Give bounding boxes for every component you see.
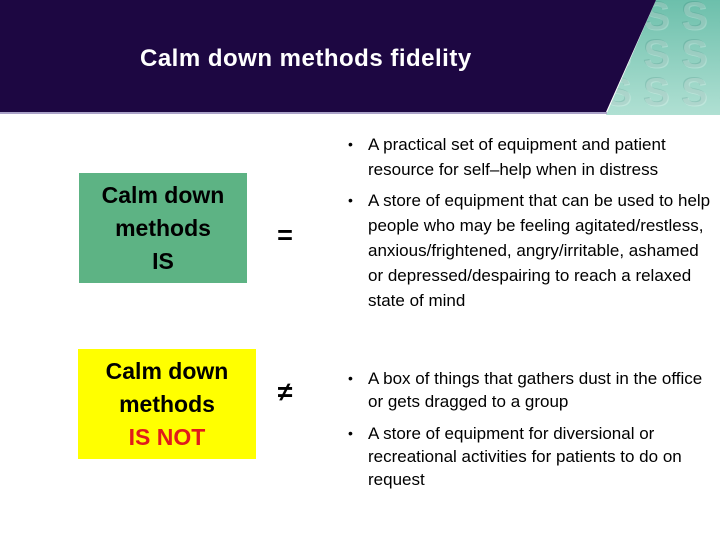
header-divider-line: [0, 112, 607, 114]
list-item: A practical set of equipment and patient…: [346, 132, 718, 182]
list-item: A store of equipment for diversional or …: [346, 422, 718, 491]
is-box-line-2: methods: [115, 214, 211, 241]
header-purple-band: [0, 0, 656, 112]
calm-down-is-box: Calm down methods IS: [79, 173, 247, 283]
is-box-line-3: IS: [152, 247, 174, 274]
is-bullet-list: A practical set of equipment and patient…: [346, 132, 718, 313]
is-not-box-line-1: Calm down: [105, 357, 229, 384]
equals-sign: =: [277, 220, 293, 250]
header-banner: S S Calm down methods fidelity: [0, 0, 720, 116]
is-not-bullet-list: A box of things that gathers dust in the…: [346, 367, 718, 491]
not-equals-sign: ≠: [277, 377, 293, 407]
is-not-box-line-3: IS NOT: [128, 423, 206, 450]
list-item: A box of things that gathers dust in the…: [346, 367, 718, 413]
is-not-box-line-2: methods: [119, 390, 215, 417]
is-box-line-1: Calm down: [101, 181, 225, 208]
page-title: Calm down methods fidelity: [140, 45, 472, 72]
list-item: A store of equipment that can be used to…: [346, 188, 718, 313]
calm-down-is-not-box: Calm down methods IS NOT: [78, 349, 256, 459]
